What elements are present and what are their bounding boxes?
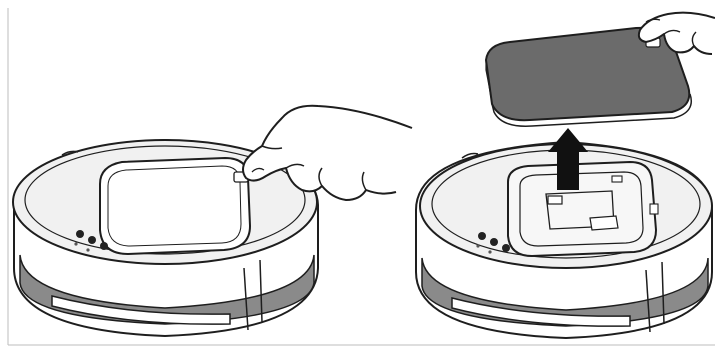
indicator-light [478,232,486,240]
indicator-light [490,238,498,246]
indicator-light [76,230,84,238]
indicator-dot [74,242,77,245]
indicator-light [502,244,510,252]
indicator-dot [86,248,89,251]
panel-right-cover-removed [416,13,715,338]
indicator-light [88,236,96,244]
indicator-light [100,242,108,250]
lid-cover-icon [486,28,691,126]
handle-slot [590,216,618,230]
panel-left-lift-cover [13,106,412,336]
latch-tab [548,196,562,204]
clip-tab [650,204,658,214]
clip-tab [612,176,622,182]
indicator-dot [488,250,491,253]
lid-cover-in-place [100,158,250,254]
indicator-dot [476,244,479,247]
